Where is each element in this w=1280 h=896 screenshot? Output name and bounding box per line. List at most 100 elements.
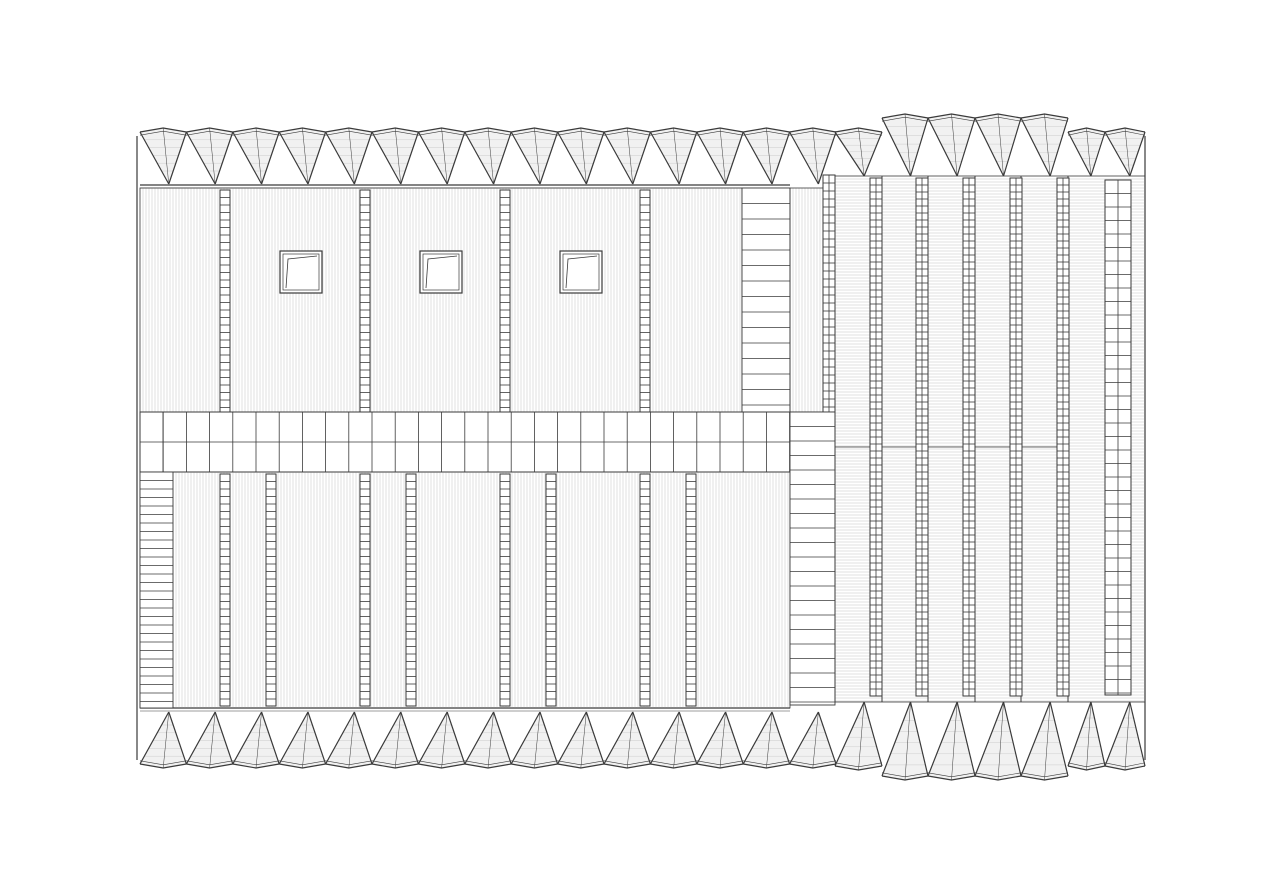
tooth-valley bbox=[185, 711, 216, 765]
tooth-valley bbox=[353, 131, 373, 185]
tooth-fold bbox=[626, 127, 634, 185]
tooth-face bbox=[975, 702, 1021, 780]
tooth-ridge-cap bbox=[1104, 130, 1146, 136]
bottom-sawtooth-tooth-right bbox=[927, 701, 976, 781]
tooth-ridge-cap bbox=[325, 760, 373, 766]
tooth-fold bbox=[441, 711, 448, 769]
tooth-face bbox=[511, 128, 558, 184]
tooth-fold bbox=[162, 127, 170, 185]
tooth-valley bbox=[678, 131, 698, 185]
tooth-valley bbox=[325, 711, 355, 765]
tooth-ridge-cap bbox=[696, 760, 744, 766]
tooth-ridge-cap bbox=[743, 130, 790, 136]
tooth-ridge-cap bbox=[557, 760, 605, 766]
tooth-fold bbox=[719, 711, 726, 769]
tooth-ridge-cap bbox=[603, 130, 651, 136]
tooth-valley bbox=[1129, 131, 1146, 177]
right-skylight-ladder bbox=[962, 177, 976, 697]
top-sawtooth-tooth-right bbox=[1104, 127, 1146, 177]
tooth-valley bbox=[1002, 701, 1022, 777]
top-sawtooth-tooth bbox=[139, 127, 187, 185]
tooth-face bbox=[186, 128, 233, 184]
tooth-face bbox=[279, 712, 326, 768]
tooth-face bbox=[1068, 702, 1105, 770]
tooth-fold bbox=[626, 711, 634, 769]
lower-skylight-ladder bbox=[639, 473, 651, 707]
strip-frame bbox=[789, 411, 836, 706]
roof-hatch-window bbox=[419, 250, 463, 294]
ladder-frame bbox=[405, 473, 417, 707]
tooth-valley bbox=[325, 131, 355, 185]
tooth-valley bbox=[232, 131, 263, 185]
panel-outline bbox=[789, 187, 824, 413]
tooth-fold bbox=[1124, 701, 1131, 771]
tooth-fold bbox=[719, 127, 726, 185]
lower-left-strip bbox=[139, 471, 174, 709]
top-sawtooth-tooth bbox=[325, 127, 373, 185]
tooth-valley bbox=[881, 701, 912, 777]
tooth-ridge-cap bbox=[650, 130, 697, 136]
tooth-fold bbox=[441, 127, 448, 185]
tooth-face bbox=[696, 128, 744, 184]
tooth-valley bbox=[974, 701, 1005, 777]
bottom-sawtooth-tooth bbox=[696, 711, 744, 769]
ladder-frame bbox=[499, 473, 511, 707]
ladder-frame bbox=[359, 473, 371, 707]
tooth-fold bbox=[255, 711, 262, 769]
tooth-ridge-cap bbox=[789, 760, 837, 766]
tooth-fold bbox=[394, 711, 402, 769]
tooth-valley bbox=[817, 131, 837, 185]
tooth-fold bbox=[812, 127, 819, 185]
tooth-ridge-cap bbox=[1020, 116, 1069, 122]
tooth-valley bbox=[1002, 117, 1022, 177]
lower-skylight-ladder bbox=[685, 473, 697, 707]
tooth-fold bbox=[904, 701, 911, 781]
ladder-frame bbox=[545, 473, 557, 707]
tooth-ridge-cap bbox=[974, 116, 1022, 122]
tooth-ridge-cap bbox=[371, 130, 419, 136]
tooth-fold bbox=[302, 711, 309, 769]
tooth-fold bbox=[209, 127, 216, 185]
tooth-valley bbox=[789, 711, 819, 765]
tooth-face bbox=[325, 128, 372, 184]
window-inner bbox=[282, 253, 320, 291]
tooth-face bbox=[789, 712, 836, 768]
bottom-sawtooth-tooth bbox=[557, 711, 605, 769]
ladder-frame bbox=[265, 473, 277, 707]
top-sawtooth-tooth-right bbox=[1020, 113, 1069, 177]
tooth-ridge-cap bbox=[511, 760, 558, 766]
upper-gutter-panel bbox=[789, 187, 824, 413]
tooth-valley bbox=[492, 711, 512, 765]
tooth-fold bbox=[673, 127, 680, 185]
right-skylight-ladder bbox=[869, 177, 883, 697]
tooth-ridge-cap bbox=[834, 762, 883, 768]
tooth-valley bbox=[278, 711, 309, 765]
tooth-valley bbox=[1090, 701, 1106, 767]
tooth-valley bbox=[771, 711, 791, 765]
tooth-face bbox=[418, 128, 465, 184]
tooth-face bbox=[835, 702, 882, 770]
tooth-face bbox=[696, 712, 744, 768]
tooth-ridge-cap bbox=[186, 760, 233, 766]
ladder-frame bbox=[499, 189, 511, 413]
tooth-face bbox=[557, 128, 604, 184]
tooth-valley bbox=[371, 131, 402, 185]
tooth-face bbox=[975, 114, 1021, 176]
tooth-valley bbox=[956, 117, 976, 177]
tooth-valley bbox=[909, 701, 929, 777]
top-sawtooth-tooth-right bbox=[1067, 127, 1106, 177]
tooth-face bbox=[650, 712, 697, 768]
bottom-sawtooth-tooth bbox=[325, 711, 373, 769]
tooth-valley bbox=[1090, 131, 1106, 177]
tooth-valley bbox=[817, 711, 837, 765]
tooth-face bbox=[372, 128, 419, 184]
tooth-ridge-cap bbox=[418, 760, 465, 766]
tooth-valley bbox=[417, 131, 448, 185]
tooth-fold bbox=[673, 711, 680, 769]
tooth-valley bbox=[632, 711, 651, 765]
tooth-ridge-cap bbox=[464, 130, 512, 136]
tooth-valley bbox=[585, 711, 605, 765]
top-sawtooth-tooth-right bbox=[881, 113, 929, 177]
tooth-valley bbox=[557, 131, 587, 185]
